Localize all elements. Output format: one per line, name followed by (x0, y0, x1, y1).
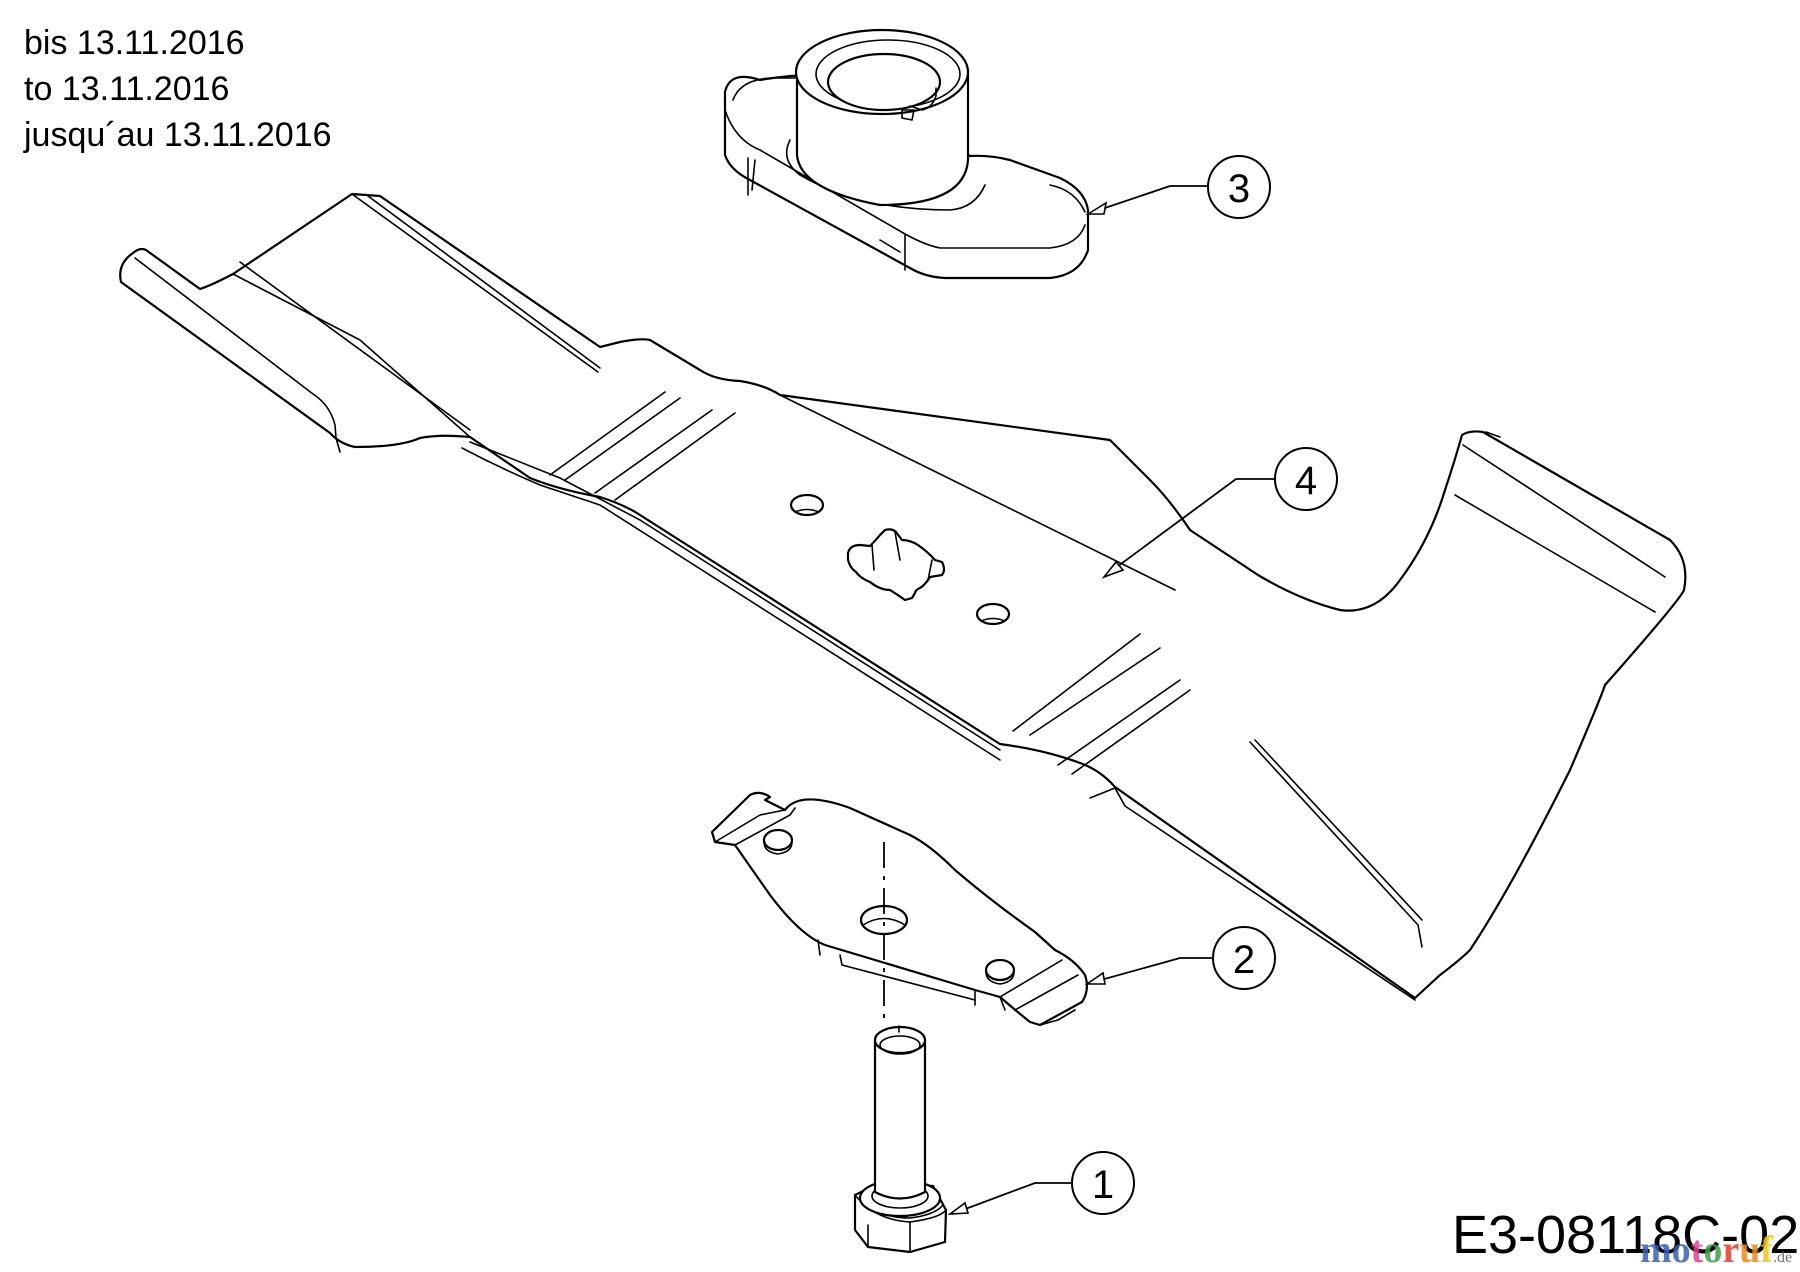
blade-adapter[interactable] (723, 28, 1090, 280)
validity-note: bis 13.11.2016 to 13.11.2016 jusqu´au 13… (24, 20, 332, 158)
watermark-letter: o (1703, 1229, 1723, 1271)
callout-3-label: 3 (1228, 167, 1250, 211)
watermark-tld: .de (1772, 1249, 1793, 1266)
blade-stiffener-plate[interactable] (710, 791, 1089, 1027)
callout-2-label: 2 (1233, 938, 1255, 982)
callout-1-label: 1 (1092, 1163, 1114, 1207)
watermark-letter: m (1640, 1229, 1672, 1271)
callout-2[interactable]: 2 (1084, 926, 1276, 990)
drawing-id: E3-08118C-02 (1452, 1205, 1800, 1265)
callout-3[interactable]: 3 (1085, 155, 1271, 219)
mower-blade[interactable] (119, 192, 1687, 1001)
motoruf-watermark: motoruf.de (1640, 1228, 1792, 1272)
callout-4[interactable]: 4 (1101, 447, 1338, 579)
callout-1[interactable]: 1 (947, 1151, 1135, 1215)
validity-line-en: to 13.11.2016 (24, 70, 230, 108)
watermark-letter: u (1739, 1229, 1761, 1271)
validity-line-de: bis 13.11.2016 (24, 24, 245, 62)
watermark-letter: o (1671, 1229, 1691, 1271)
watermark-letter: t (1690, 1229, 1704, 1271)
watermark-letter: f (1760, 1229, 1773, 1271)
watermark-letter: r (1722, 1229, 1740, 1271)
hex-bolt[interactable] (853, 1025, 948, 1254)
callout-4-label: 4 (1295, 459, 1317, 503)
validity-line-fr: jusqu´au 13.11.2016 (24, 116, 332, 154)
